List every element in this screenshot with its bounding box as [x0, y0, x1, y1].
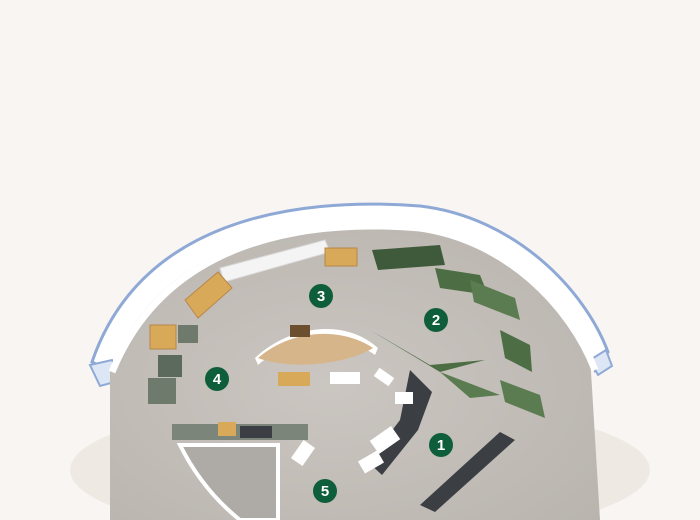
- svg-text:1: 1: [437, 437, 445, 454]
- curved-desk: [357, 370, 432, 475]
- zone-marker-4[interactable]: 4: [205, 367, 229, 391]
- green-panels: [372, 245, 545, 418]
- inner-wall-lining: [108, 222, 599, 374]
- svg-text:4: 4: [213, 371, 222, 388]
- zone-marker-1[interactable]: 1: [429, 433, 453, 457]
- central-stage: [255, 325, 378, 365]
- svg-text:5: 5: [321, 483, 329, 500]
- zone-marker-5[interactable]: 5: [313, 479, 337, 503]
- white-benches: [290, 367, 395, 467]
- svg-text:2: 2: [432, 312, 440, 329]
- zone-marker-3[interactable]: 3: [309, 284, 333, 308]
- seating-area: [148, 325, 310, 440]
- lower-benches: [420, 432, 515, 512]
- zone-marker-2[interactable]: 2: [424, 308, 448, 332]
- wooden-display: [149, 271, 233, 350]
- svg-text:3: 3: [317, 288, 325, 305]
- leaf-display: [370, 330, 500, 398]
- back-counter: [219, 239, 358, 283]
- inner-room: [176, 443, 280, 520]
